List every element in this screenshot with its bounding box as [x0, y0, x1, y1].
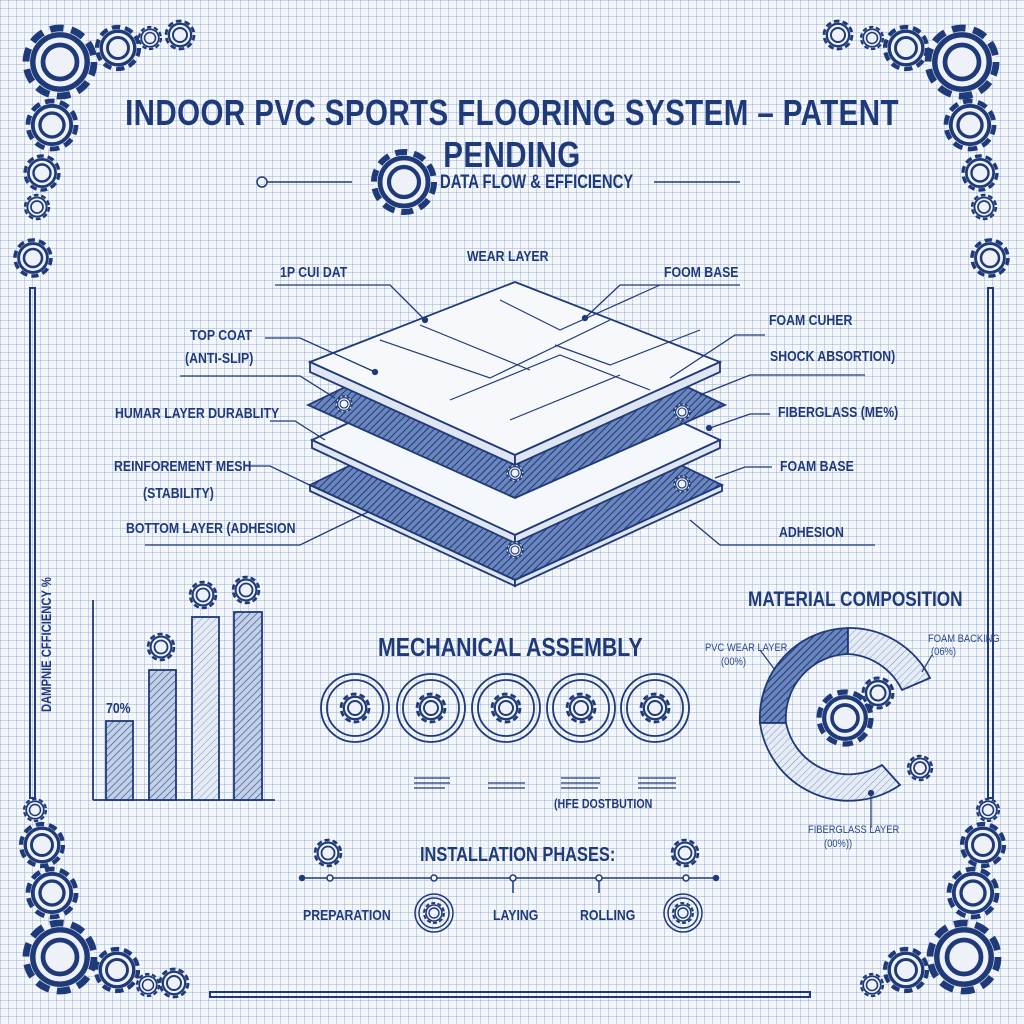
label-left-0: 1P CUI DAT [280, 264, 348, 281]
material-composition-title: MATERIAL COMPOSITION [748, 588, 963, 611]
subtitle: DATA FLOW & EFFICIENCY [440, 172, 634, 193]
frame-border [29, 287, 994, 998]
label-left-2: HUMAR LAYER DURABLITY [115, 405, 280, 422]
bar-chart-ylabel: DAMPNIE CFFICIENCY % [38, 577, 54, 712]
corner-gears-bottom-left [21, 797, 190, 999]
label-left-3: REINFOREMENT MESH [114, 458, 252, 475]
bar-value-label: 70% [106, 700, 131, 717]
composition-value-1: (06%) [931, 646, 956, 658]
phase-rolling: ROLLING [580, 907, 636, 924]
label-right-4: FOAM BASE [780, 458, 854, 475]
assembly-wheels [320, 673, 690, 789]
composition-label-0: PVC WEAR LAYER [705, 642, 788, 654]
composition-label-1: FOAM BACKING [928, 633, 1000, 645]
label-left-3-sub: (STABILITY) [143, 485, 214, 502]
installation-timeline [298, 838, 720, 933]
label-right-5: ADHESION [779, 524, 844, 541]
label-wear-layer: WEAR LAYER [466, 248, 549, 265]
label-right-1: FOAM CUHER [769, 312, 853, 329]
page-title: INDOOR PVC SPORTS FLOORING SYSTEM – PATE… [125, 92, 899, 175]
leader-lines-right [581, 284, 875, 546]
label-right-0: FOOM BASE [664, 264, 739, 281]
material-donut-chart [758, 627, 934, 828]
composition-label-2: FIBERGLASS LAYER [808, 824, 900, 836]
composition-value-0: (00%) [721, 656, 746, 668]
leader-lines-left [145, 284, 429, 546]
subtitle-connector [256, 176, 740, 188]
exploded-layers [305, 281, 728, 588]
damping-bar-chart [92, 575, 275, 801]
installation-title: INSTALLATION PHASES: [420, 844, 616, 866]
mechanical-assembly-caption: (HFE DOSTBUTION [554, 796, 653, 811]
composition-value-2: (00%)) [824, 838, 853, 850]
label-right-3: FIBERGLASS (ME%) [778, 404, 899, 421]
label-left-1-sub: (ANTI-SLIP) [185, 350, 254, 367]
mechanical-assembly-title: MECHANICAL ASSEMBLY [378, 632, 643, 662]
label-left-1: TOP COAT [190, 327, 253, 344]
label-right-2: SHOCK ABSORTION) [770, 348, 896, 365]
phase-preparation: PREPARATION [303, 907, 391, 924]
phase-laying: LAYING [493, 907, 539, 924]
label-left-4: BOTTOM LAYER (ADHESION [126, 520, 296, 537]
